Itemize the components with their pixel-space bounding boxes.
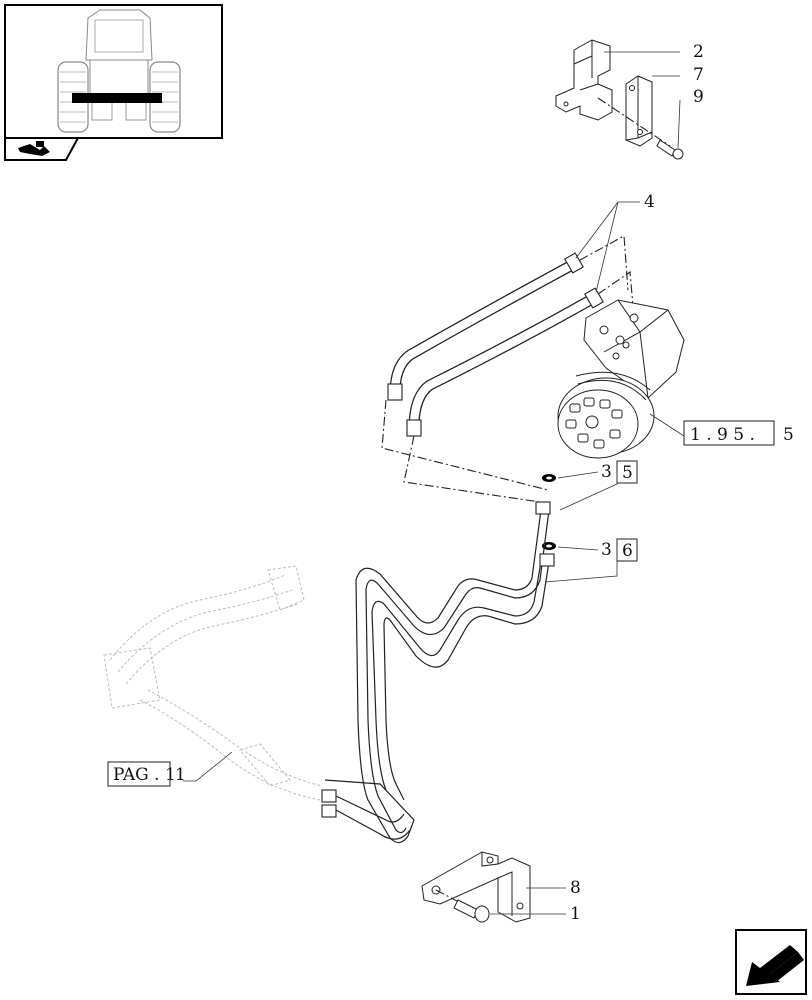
- steering-unit: [557, 299, 685, 459]
- previous-page-arrow-icon: [746, 945, 804, 986]
- o-ring-lower: [542, 542, 556, 550]
- tractor-thumbnail-panel[interactable]: [4, 4, 223, 139]
- page-ref-code: PAG . 1: [113, 765, 176, 785]
- ghost-linkage: [103, 565, 323, 801]
- bolt-9: [597, 97, 684, 160]
- ref-6-label: 6: [622, 541, 633, 561]
- ref-5-box[interactable]: 5: [616, 460, 638, 484]
- ref-5-label: 5: [622, 463, 633, 483]
- page-ref-suffix: 1: [175, 765, 186, 785]
- callout-7: 7: [693, 65, 704, 85]
- previous-page-button[interactable]: [735, 929, 807, 995]
- steering-unit-ref-code: 1 . 9 5 .: [690, 425, 755, 445]
- hydraulic-section-icon: [18, 141, 50, 156]
- callout-4: 4: [644, 192, 655, 212]
- section-tab[interactable]: [4, 137, 80, 161]
- callout-3-upper: 3: [601, 462, 612, 482]
- ref-6-box[interactable]: 6: [616, 538, 638, 562]
- flexible-hose-upper: [387, 252, 584, 401]
- bracket-8: [421, 851, 531, 923]
- callout-3-lower: 3: [601, 540, 612, 560]
- callout-9: 9: [693, 87, 704, 107]
- page-reference[interactable]: PAG . 1 1: [107, 761, 186, 787]
- tractor-front-view-icon: [57, 9, 181, 133]
- callout-1: 1: [570, 904, 581, 924]
- flexible-hose-lower: [406, 287, 604, 437]
- callout-2: 2: [693, 42, 704, 62]
- steering-unit-reference[interactable]: 1 . 9 5 . 5: [683, 420, 794, 446]
- steering-unit-ref-suffix: 5: [783, 425, 794, 445]
- callout-8: 8: [570, 878, 581, 898]
- rigid-pipe-assembly: [321, 501, 555, 844]
- clamp-block: [555, 39, 613, 121]
- bolt-1: [435, 889, 490, 923]
- clamp-assembly: [555, 39, 684, 160]
- o-ring-upper: [542, 474, 556, 482]
